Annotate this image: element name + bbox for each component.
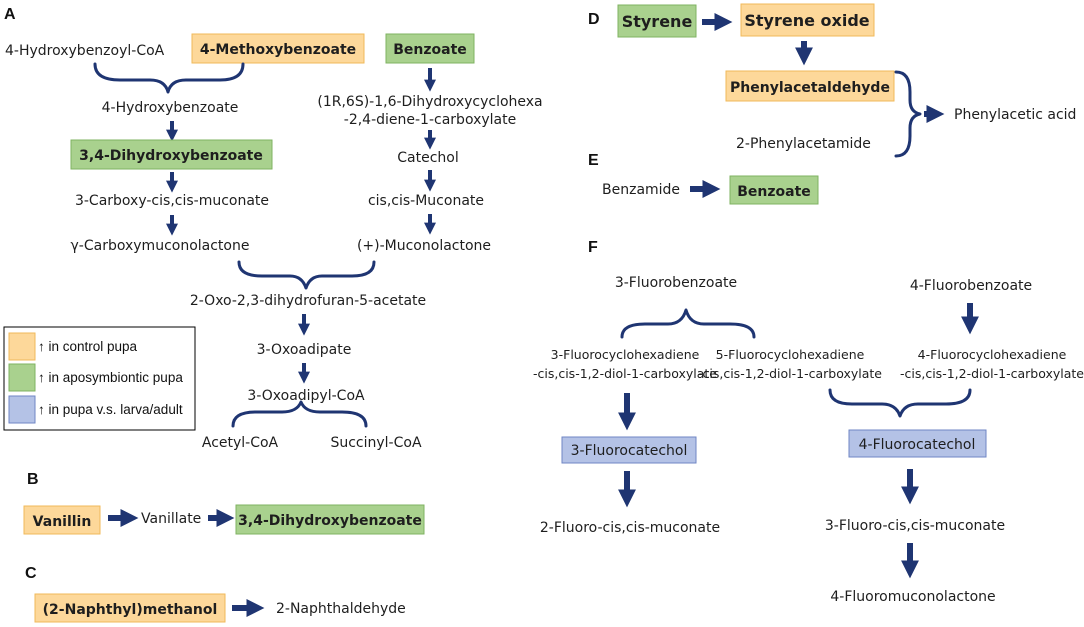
node-5-fluorocyclohexadiene-line2: -cis,cis-1,2-diol-1-carboxylate	[698, 366, 882, 381]
node-acetyl-coa: Acetyl-CoA	[202, 435, 279, 451]
node-4-fluorocyclohexadiene-line1: 4-Fluorocyclohexadiene	[918, 347, 1067, 362]
node-4-fluorobenzoate: 4-Fluorobenzoate	[910, 278, 1032, 294]
brace-d	[894, 70, 922, 158]
node-3-oxoadipyl-coa: 3-Oxoadipyl-CoA	[247, 388, 365, 404]
node-box-naphthyl-methanol	[34, 593, 226, 623]
node-benzamide: Benzamide	[602, 182, 680, 198]
node-2-phenylacetamide: 2-Phenylacetamide	[736, 136, 871, 152]
legend-label-control: ↑ in control pupa	[38, 339, 138, 354]
node-vanillate: Vanillate	[141, 511, 201, 527]
node-phenylacetic-acid: Phenylacetic acid	[954, 107, 1076, 123]
node-2-fluoro-muconate: 2-Fluoro-cis,cis-muconate	[540, 520, 720, 536]
node-4-hydroxybenzoate: 4-Hydroxybenzoate	[102, 100, 239, 116]
node-3-fluorocyclohexadiene-line2: -cis,cis-1,2-diol-1-carboxylate	[533, 366, 717, 381]
node-carboxymuconolactone: γ-Carboxymuconolactone	[71, 238, 250, 254]
node-box-styrene	[617, 4, 697, 38]
node-succinyl-coa: Succinyl-CoA	[330, 435, 421, 451]
node-3-4-dihydroxybenzoate-b: 3,4-Dihydroxybenzoate	[238, 513, 422, 529]
brace-a-bottom	[231, 400, 368, 428]
node-box-styrene-oxide	[740, 3, 875, 37]
legend-swatch-control	[8, 332, 36, 361]
legend-swatch-pupa-vs	[8, 395, 36, 424]
node-4-fluorocatechol: 4-Fluorocatechol	[859, 437, 976, 453]
node-box-3-4-dihydroxybenzoate-b	[235, 504, 425, 535]
node-5-fluorocyclohexadiene-line1: 5-Fluorocyclohexadiene	[716, 347, 865, 362]
node-box-benzoate-a	[385, 33, 475, 64]
node-3-fluoro-muconate: 3-Fluoro-cis,cis-muconate	[825, 518, 1005, 534]
node-dihydroxycyclohexa-line2: -2,4-diene-1-carboxylate	[344, 112, 516, 128]
brace-a-middle	[237, 260, 376, 290]
node-3-oxoadipate: 3-Oxoadipate	[257, 342, 352, 358]
node-4-hydroxybenzoyl-coa: 4-Hydroxybenzoyl-CoA	[5, 43, 165, 59]
node-phenylacetaldehyde: Phenylacetaldehyde	[730, 80, 890, 96]
node-naphthyl-methanol: (2-Naphthyl)methanol	[43, 602, 218, 618]
node-box-phenylacetaldehyde	[725, 70, 895, 102]
panel-label-d: D	[588, 11, 600, 28]
panel-label-c: C	[25, 565, 37, 582]
node-box-3-fluorocatechol	[561, 436, 697, 464]
panel-label-b: B	[27, 471, 39, 488]
node-muconolactone: (+)-Muconolactone	[357, 238, 491, 254]
node-naphthaldehyde: 2-Naphthaldehyde	[276, 601, 406, 617]
node-3-fluorobenzoate: 3-Fluorobenzoate	[615, 275, 737, 291]
brace-f-middle	[828, 388, 972, 418]
node-box-4-fluorocatechol	[848, 429, 987, 458]
brace-a-top	[93, 62, 245, 94]
node-styrene: Styrene	[622, 12, 693, 31]
node-oxo-dihydrofuran: 2-Oxo-2,3-dihydrofuran-5-acetate	[190, 293, 426, 309]
legend-label-pupa-vs: ↑ in pupa v.s. larva/adult	[38, 402, 183, 417]
node-catechol: Catechol	[397, 150, 458, 166]
node-4-methoxybenzoate: 4-Methoxybenzoate	[200, 42, 356, 58]
panel-label-e: E	[588, 152, 599, 169]
node-box-3-4-dihydroxybenzoate-a	[70, 139, 273, 170]
node-benzoate-e: Benzoate	[737, 184, 811, 200]
node-styrene-oxide: Styrene oxide	[744, 11, 869, 30]
node-3-fluorocatechol: 3-Fluorocatechol	[571, 443, 688, 459]
node-3-fluorocyclohexadiene-line1: 3-Fluorocyclohexadiene	[551, 347, 700, 362]
legend-label-aposymbiontic: ↑ in aposymbiontic pupa	[38, 370, 183, 385]
node-dihydroxycyclohexa-line1: (1R,6S)-1,6-Dihydroxycyclohexa	[317, 94, 542, 110]
node-box-4-methoxybenzoate	[191, 33, 365, 64]
node-3-4-dihydroxybenzoate-a: 3,4-Dihydroxybenzoate	[79, 148, 263, 164]
node-cis-muconate: cis,cis-Muconate	[368, 193, 484, 209]
node-vanillin: Vanillin	[33, 514, 92, 530]
legend-frame	[3, 326, 196, 431]
node-benzoate-a: Benzoate	[393, 42, 467, 58]
panel-label-f: F	[588, 239, 598, 256]
node-4-fluorocyclohexadiene-line2: -cis,cis-1,2-diol-1-carboxylate	[900, 366, 1084, 381]
node-3-carboxy-muconate: 3-Carboxy-cis,cis-muconate	[75, 193, 269, 209]
node-box-vanillin	[23, 505, 101, 535]
legend: ↑ in control pupa ↑ in aposymbiontic pup…	[3, 326, 196, 431]
brace-f-top	[620, 308, 756, 339]
panel-label-a: A	[4, 6, 16, 23]
legend-swatch-aposymbiontic	[8, 363, 36, 392]
node-box-benzoate-e	[729, 175, 819, 205]
node-4-fluoromuconolactone: 4-Fluoromuconolactone	[830, 589, 995, 605]
